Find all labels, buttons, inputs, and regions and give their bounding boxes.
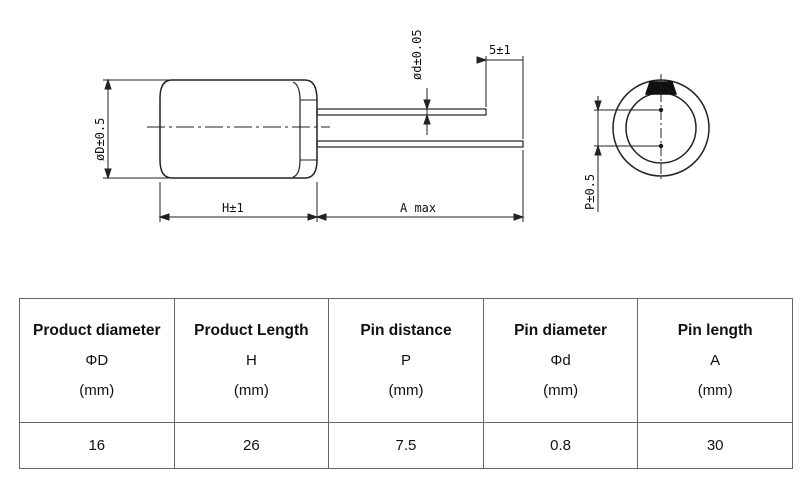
header-cell-product-diameter: Product diameter ΦD (mm) xyxy=(19,298,175,423)
label-d: ød±0.05 xyxy=(410,29,424,80)
label-D: øD±0.5 xyxy=(93,118,107,161)
header-symbol: Φd xyxy=(550,351,571,369)
header-symbol: A xyxy=(710,351,721,369)
capacitor-groove xyxy=(292,81,301,178)
header-cell-product-length: Product Length H (mm) xyxy=(173,298,330,423)
value-product-length: 26 xyxy=(173,422,330,469)
header-cell-pin-diameter: Pin diameter Φd (mm) xyxy=(482,298,639,423)
header-title: Product Length xyxy=(194,321,309,339)
header-unit: (mm) xyxy=(233,381,269,399)
dimension-5 xyxy=(476,56,524,139)
header-unit: (mm) xyxy=(697,381,733,399)
value-pin-distance: 7.5 xyxy=(328,422,484,469)
header-row: Product diameter ΦD (mm) Product Length … xyxy=(19,298,793,423)
header-unit: (mm) xyxy=(388,381,424,399)
header-title: Product diameter xyxy=(33,321,161,339)
header-unit: (mm) xyxy=(543,381,579,399)
header-symbol: P xyxy=(400,351,411,369)
dimension-d xyxy=(423,88,431,135)
capacitor-dimension-diagram: øD±0.5 H±1 A max ød±0.05 5±1 xyxy=(93,29,710,222)
value-product-diameter: 16 xyxy=(19,422,175,469)
header-cell-pin-distance: Pin distance P (mm) xyxy=(328,298,484,423)
value-pin-length: 30 xyxy=(637,422,793,469)
dimension-D xyxy=(103,78,170,180)
header-unit: (mm) xyxy=(79,381,115,399)
header-symbol: H xyxy=(245,351,257,369)
capacitor-side-view xyxy=(147,79,524,179)
value-row: 16 26 7.5 0.8 30 xyxy=(19,422,793,469)
upper-lead xyxy=(316,108,487,116)
label-P: P±0.5 xyxy=(583,174,597,210)
dimension-P xyxy=(594,96,663,212)
header-title: Pin length xyxy=(677,321,753,339)
label-H: H±1 xyxy=(222,201,244,215)
label-5: 5±1 xyxy=(489,43,511,57)
capacitor-end-view xyxy=(612,74,710,182)
capacitor-body xyxy=(159,79,318,179)
value-pin-diameter: 0.8 xyxy=(482,422,639,469)
header-symbol: ΦD xyxy=(85,351,109,369)
specification-table: Product diameter ΦD (mm) Product Length … xyxy=(19,298,793,469)
dimension-H-A xyxy=(158,150,525,222)
header-cell-pin-length: Pin length A (mm) xyxy=(637,298,793,423)
label-A: A max xyxy=(400,201,436,215)
header-title: Pin diameter xyxy=(514,321,608,339)
header-title: Pin distance xyxy=(360,321,452,339)
lower-lead xyxy=(316,140,524,148)
